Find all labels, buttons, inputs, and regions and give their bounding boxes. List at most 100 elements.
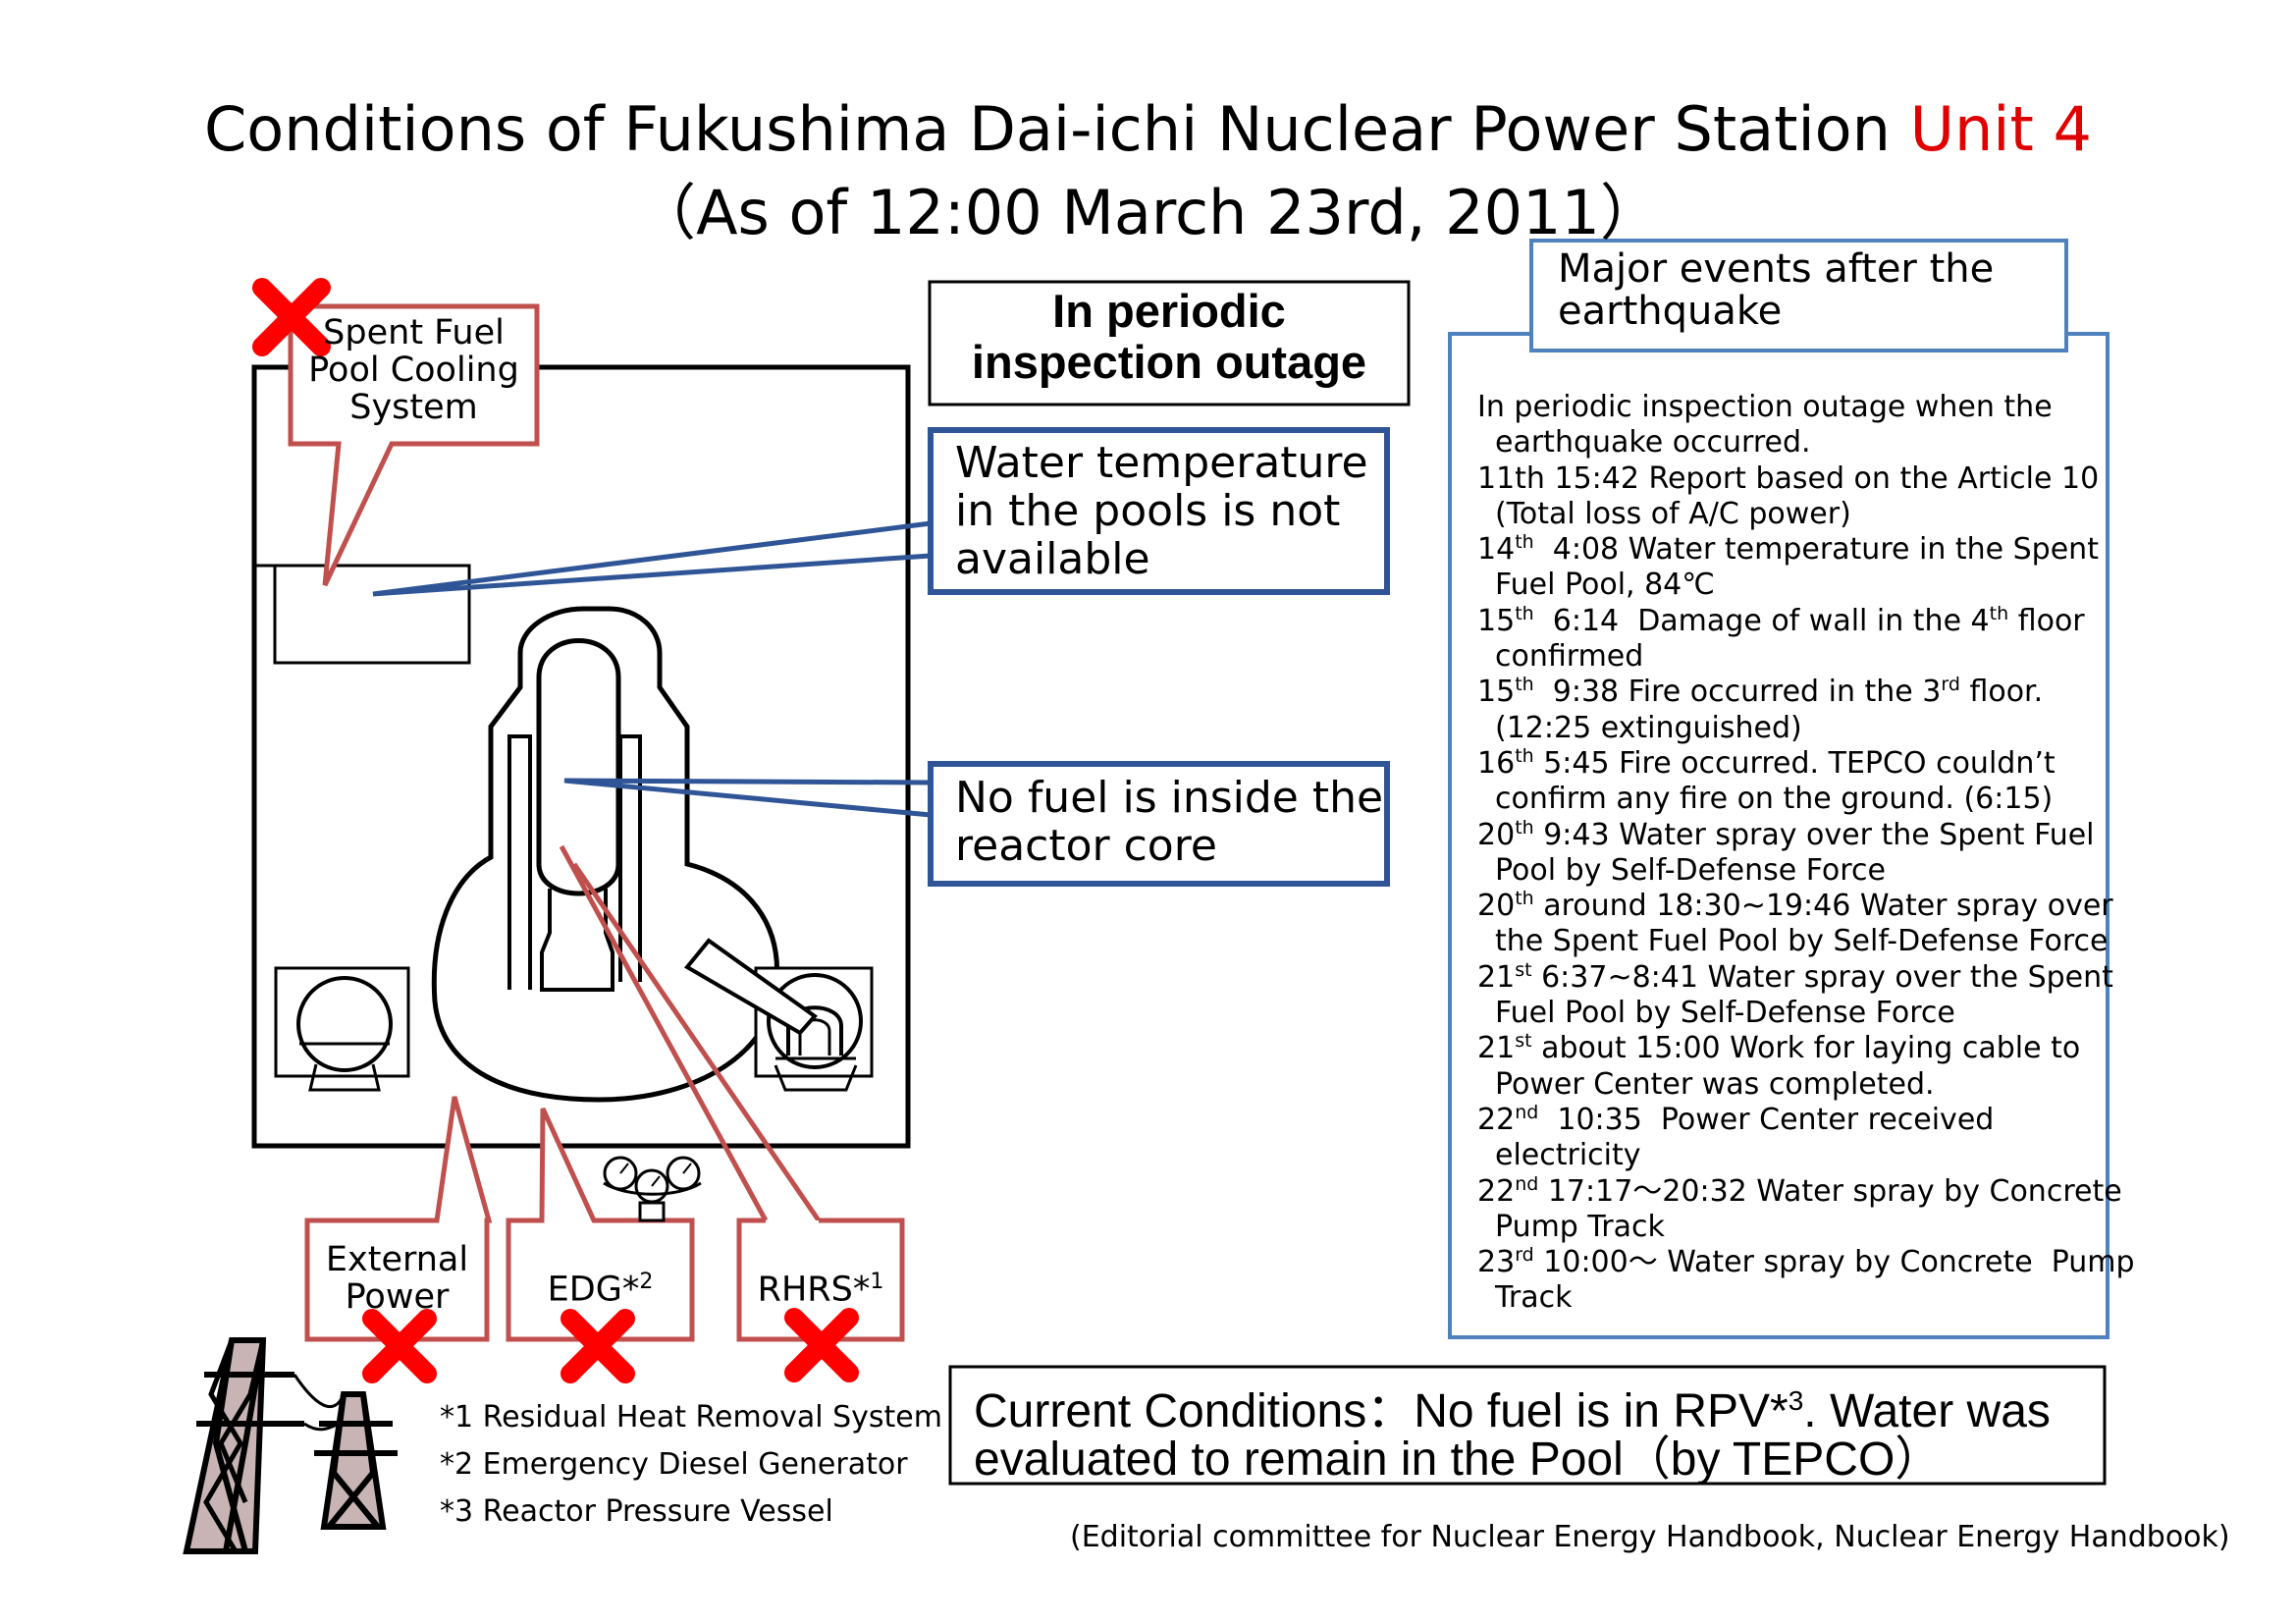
power-tower-icon (183, 1337, 304, 1554)
event-item: 15th 9:38 Fire occurred in the 3rd floor… (1477, 675, 2135, 746)
footnote: *3 Reactor Pressure Vessel (440, 1494, 833, 1529)
callout-text: No fuel is inside the (955, 773, 1384, 823)
event-continuation: Fuel Pool, 84℃ (1495, 568, 1715, 603)
current-conditions-outline (948, 1365, 2107, 1486)
event-continuation: confirm any fire on the ground. (6:15) (1495, 782, 2054, 817)
event-continuation: Fuel Pool by Self-Defense Force (1495, 996, 1955, 1031)
suppression-tank-left (296, 976, 393, 1072)
callout-text: RHRS* (757, 1270, 871, 1310)
pointer-water-temp (372, 520, 932, 597)
event-ordinal-suffix: th (1989, 602, 2009, 624)
current-text: Current Conditions：No fuel is in RPV* (974, 1385, 1789, 1437)
event-continuation: the Spent Fuel Pool by Self-Defense Forc… (1495, 924, 2109, 959)
event-text: 6:37~8:41 Water spray over the Spent (1531, 959, 2113, 995)
event-day: 15 (1477, 675, 1516, 710)
callout-external-power: External Power (307, 1241, 487, 1316)
footnote: *1 Residual Heat Removal System (440, 1400, 942, 1435)
callout-outline-cooling (288, 303, 540, 587)
cross-mark-icon (252, 278, 331, 356)
event-text: 6:14 Damage of wall in the 4 (1533, 603, 1990, 638)
event-ordinal-suffix: rd (1941, 674, 1960, 696)
event-text: floor (2008, 603, 2085, 638)
event-continuation: electricity (1495, 1138, 1641, 1173)
power-tower-icon (314, 1391, 398, 1530)
event-item: 14th 4:08 Water temperature in the Spent… (1477, 532, 2135, 604)
callout-spent-fuel-pool-cooling: Spent Fuel Pool Cooling System (291, 314, 537, 426)
footnotes: *1 Residual Heat Removal System *2 Emerg… (440, 1394, 942, 1536)
event-line: 11th 15:42 Report based on the Article 1… (1477, 461, 2135, 497)
event-continuation: (12:25 extinguished) (1495, 710, 1802, 745)
event-continuation: Pool by Self-Defense Force (1495, 852, 1886, 888)
event-continuation: Power Center was completed. (1495, 1066, 1935, 1102)
pedestal-wall-left (507, 734, 532, 990)
status-box-outline (928, 280, 1411, 406)
event-day: 21 (1477, 1031, 1516, 1066)
event-line: 23rd 10:00～ Water spray by Concrete Pump (1477, 1245, 2135, 1280)
page-title: Conditions of Fukushima Dai-ichi Nuclear… (0, 90, 2296, 169)
event-day-suffix: th (1515, 816, 1534, 839)
reactor-building (251, 364, 911, 1149)
event-item: 15th 6:14 Damage of wall in the 4th floo… (1477, 604, 2135, 676)
page-subtitle: （As of 12:00 March 23rd, 2011） (635, 177, 1661, 248)
current-sup: 3 (1788, 1385, 1804, 1416)
callout-outline-external (304, 1096, 493, 1342)
callout-water-temperature: Water temperature in the pools is not av… (955, 439, 1368, 583)
callout-text: Pool Cooling (308, 351, 519, 390)
callout-text: available (955, 534, 1150, 584)
event-line: In periodic inspection outage when the (1477, 390, 2135, 425)
status-line2: inspection outage (971, 336, 1367, 388)
callout-text: External (325, 1240, 469, 1279)
event-text: around 18:30~19:46 Water spray over (1533, 889, 2113, 924)
callout-outline-no-fuel (928, 761, 1390, 887)
event-continuation: (Total loss of A/C power) (1495, 496, 1851, 531)
callout-text: Water temperature (955, 438, 1368, 488)
event-line: 15th 9:38 Fire occurred in the 3rd floor… (1477, 675, 2135, 710)
event-text: about 15:00 Work for laying cable to (1531, 1031, 2081, 1066)
source-credit: (Editorial committee for Nuclear Energy … (1070, 1520, 2230, 1554)
event-day-suffix: th (1515, 744, 1534, 767)
event-day-suffix: th (1515, 888, 1534, 910)
event-text: 10:35 Power Center received (1538, 1102, 1995, 1137)
event-day: 21 (1477, 959, 1516, 995)
event-continuation: earthquake occurred. (1495, 425, 1811, 460)
event-day-suffix: nd (1515, 1101, 1539, 1123)
event-line: 14th 4:08 Water temperature in the Spent (1477, 532, 2135, 568)
event-day: 20 (1477, 817, 1516, 852)
event-day-suffix: st (1515, 958, 1532, 981)
status-box: In periodic inspection outage (930, 286, 1409, 388)
current-line2: evaluated to remain in the Pool（by TEPCO… (974, 1434, 1943, 1486)
event-item: 20th around 18:30~19:46 Water spray over… (1477, 889, 2135, 960)
callout-text: System (349, 388, 478, 427)
event-text: In periodic inspection outage when the (1477, 390, 2053, 424)
event-line: 22nd 17:17～20:32 Water spray by Concrete (1477, 1174, 2135, 1210)
spent-fuel-pool (273, 564, 471, 665)
event-day: 14 (1477, 532, 1516, 568)
event-day-suffix: th (1515, 531, 1534, 554)
callout-text: Power (345, 1277, 450, 1317)
event-line: 21st about 15:00 Work for laying cable t… (1477, 1031, 2135, 1066)
callout-sup: 2 (639, 1270, 654, 1294)
event-item: 20th 9:43 Water spray over the Spent Fue… (1477, 818, 2135, 890)
event-continuation: confirmed (1495, 639, 1644, 675)
event-item: 22nd 17:17～20:32 Water spray by Concrete… (1477, 1174, 2135, 1246)
events-title-line: earthquake (1558, 289, 1783, 334)
status-line1: In periodic (1052, 285, 1286, 337)
callout-text: Spent Fuel (323, 313, 505, 352)
event-text: 10:00～ Water spray by Concrete Pump (1533, 1245, 2135, 1280)
callout-text: EDG* (547, 1270, 640, 1310)
cross-mark-icon (362, 1309, 437, 1383)
event-day: 22 (1477, 1102, 1516, 1137)
callout-no-fuel: No fuel is inside the reactor core (955, 774, 1383, 870)
title-unit: Unit 4 (1909, 93, 2092, 165)
event-continuation: Pump Track (1495, 1209, 1665, 1244)
footnote: *2 Emergency Diesel Generator (440, 1447, 908, 1482)
event-text: 9:43 Water spray over the Spent Fuel (1533, 817, 2095, 852)
event-day-suffix: nd (1515, 1172, 1539, 1195)
event-day: 22 (1477, 1173, 1516, 1209)
title-line1: Conditions of Fukushima Dai-ichi Nuclear… (204, 93, 1910, 165)
reactor-pressure-vessel (536, 638, 621, 896)
